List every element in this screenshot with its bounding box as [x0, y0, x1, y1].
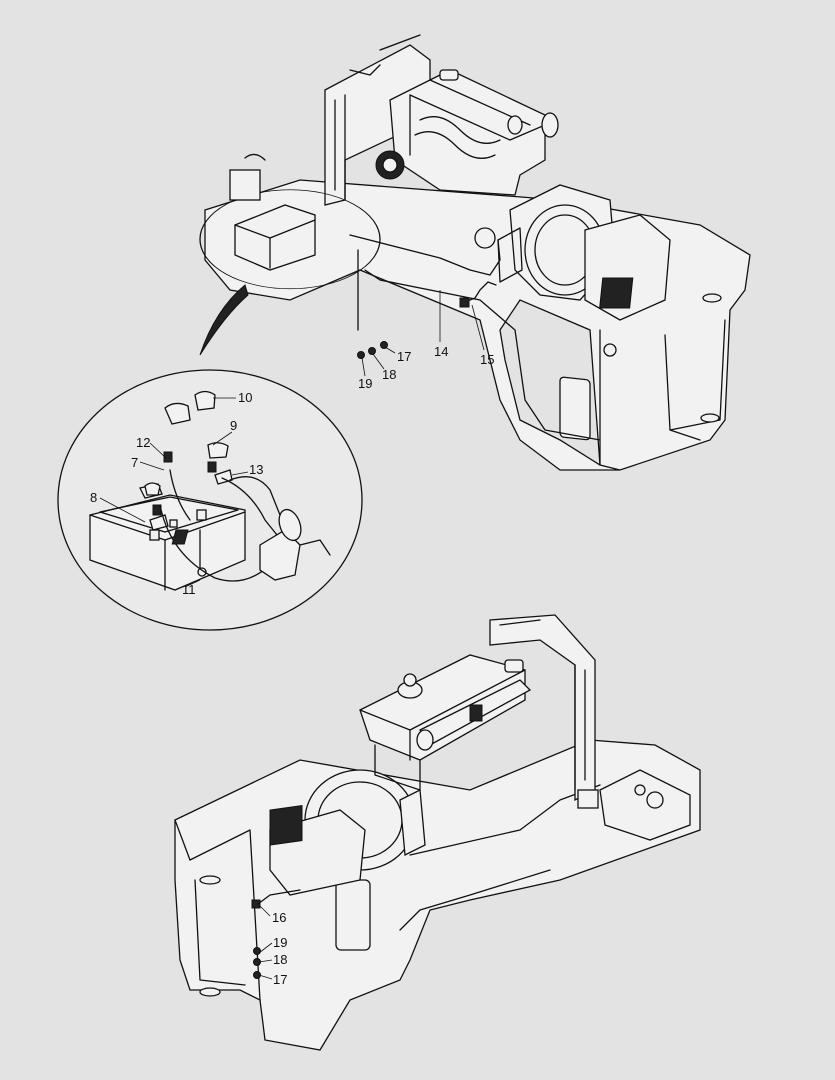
callout-17-bottom: 17 [273, 972, 287, 987]
callout-7: 7 [131, 455, 138, 470]
callout-17-top: 17 [397, 349, 411, 364]
callout-12: 12 [136, 435, 150, 450]
callout-11: 11 [182, 582, 196, 597]
top-frame-assembly [199, 34, 751, 471]
callout-13: 13 [249, 462, 263, 477]
callout-14: 14 [434, 344, 448, 359]
callout-leaders [99, 290, 485, 980]
callout-16: 16 [272, 910, 286, 925]
bottom-frame-assembly [174, 614, 701, 1051]
battery-detail-view [57, 369, 363, 631]
callout-15: 15 [480, 352, 494, 367]
callout-19-bottom: 19 [273, 935, 287, 950]
callout-9: 9 [230, 418, 237, 433]
callout-10: 10 [238, 390, 252, 405]
callout-labels: 10 9 12 7 13 8 11 14 15 17 18 19 16 19 1… [90, 344, 494, 987]
callout-18-bottom: 18 [273, 952, 287, 967]
callout-8: 8 [90, 490, 97, 505]
callout-19-top: 19 [358, 376, 372, 391]
callout-18-top: 18 [382, 367, 396, 382]
